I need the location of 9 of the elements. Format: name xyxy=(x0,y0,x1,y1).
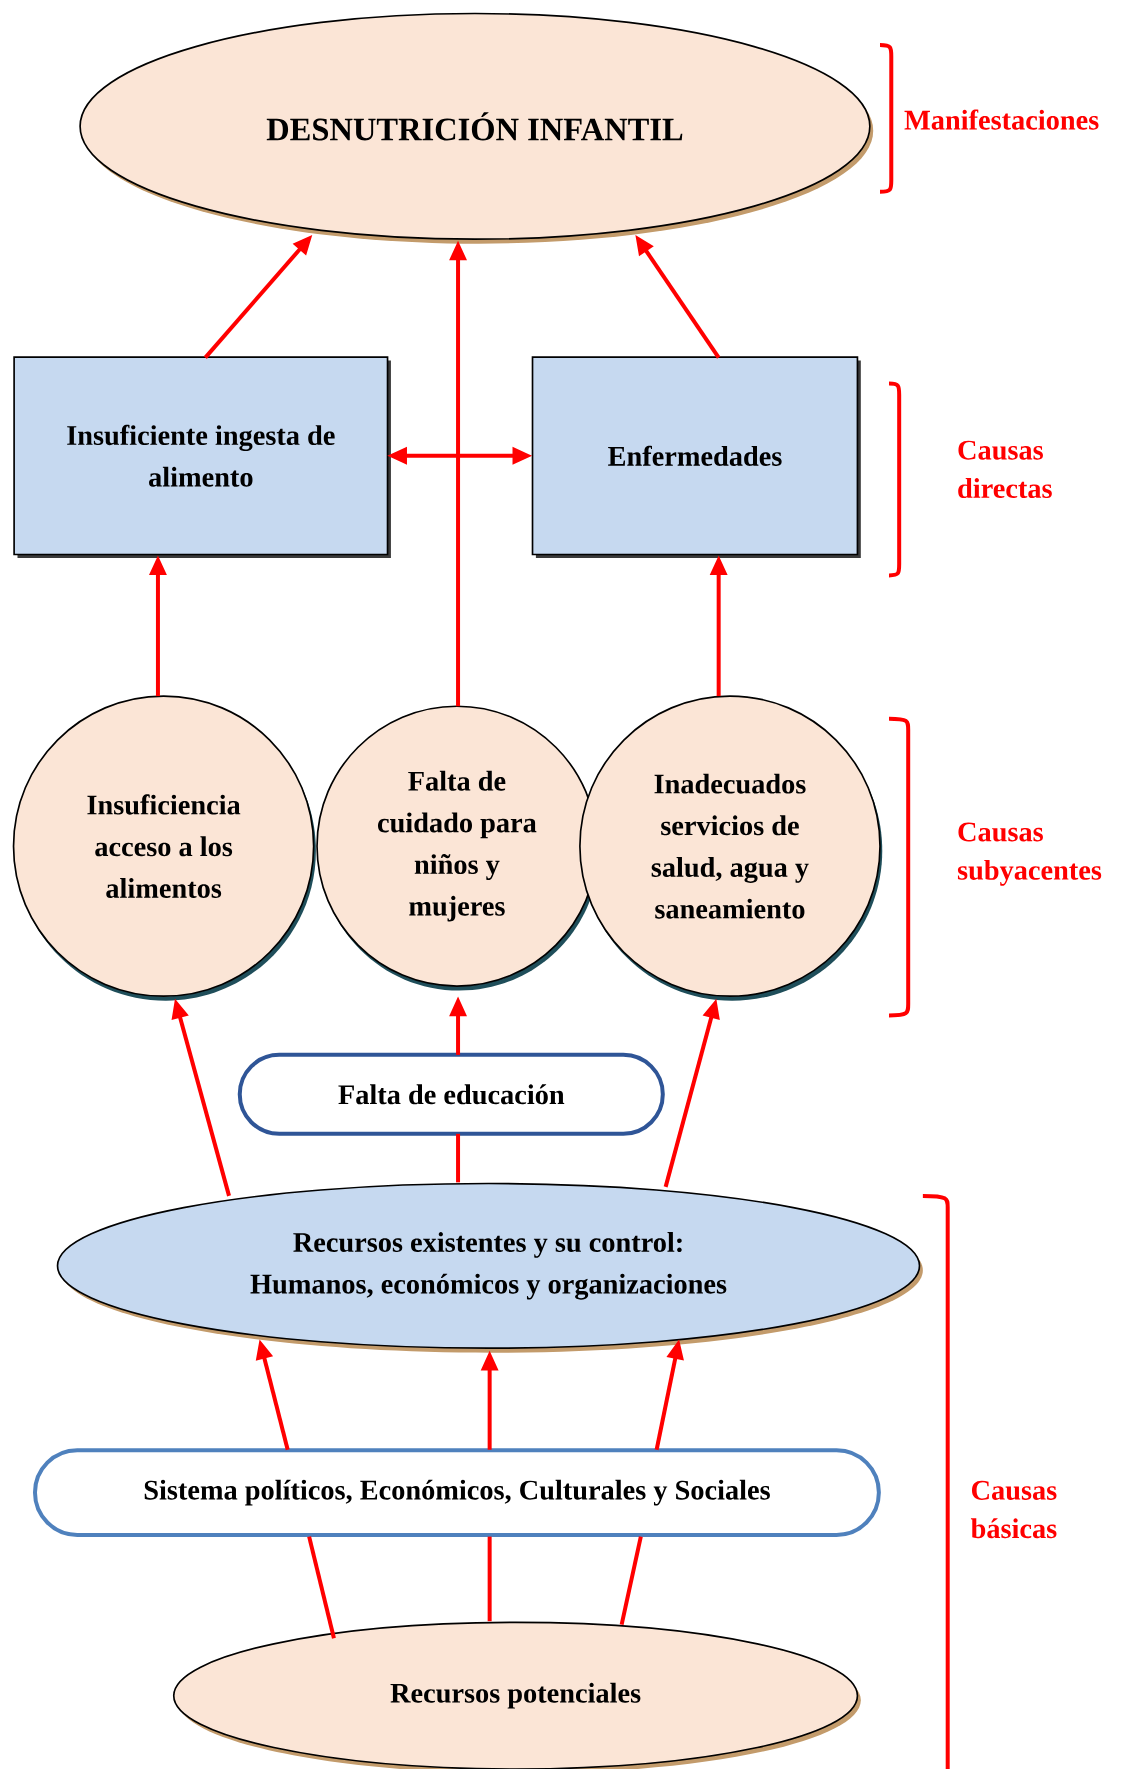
section-label: Manifestaciones xyxy=(904,109,1099,130)
oval-node: Recursos existentes y su control: Humanos, económicos y organizaciones xyxy=(56,1182,923,1353)
section-label: Causas directas xyxy=(958,440,1052,499)
cause-box: Enfermedades xyxy=(531,356,861,558)
oval-node: DESNUTRICIÓN INFANTIL xyxy=(79,12,874,244)
oval-node: Recursos potenciales xyxy=(172,1621,861,1769)
cause-box: Insuficiente ingesta de alimento xyxy=(13,356,391,558)
section-label: Causas básicas xyxy=(970,1480,1057,1539)
section-label: Causas subyacentes xyxy=(957,822,1102,886)
